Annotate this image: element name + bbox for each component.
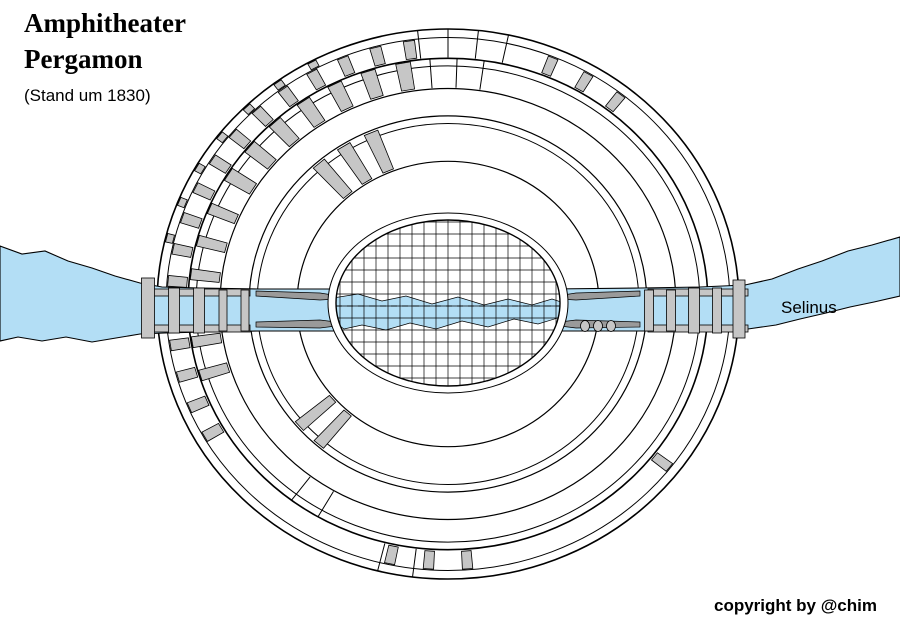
page-title-line1: Amphitheater xyxy=(24,8,186,38)
copyright-notice: copyright by @chim xyxy=(714,596,877,615)
page-subtitle: (Stand um 1830) xyxy=(24,86,151,105)
page-title-line2: Pergamon xyxy=(24,44,143,74)
river-name-label: Selinus xyxy=(781,298,837,317)
